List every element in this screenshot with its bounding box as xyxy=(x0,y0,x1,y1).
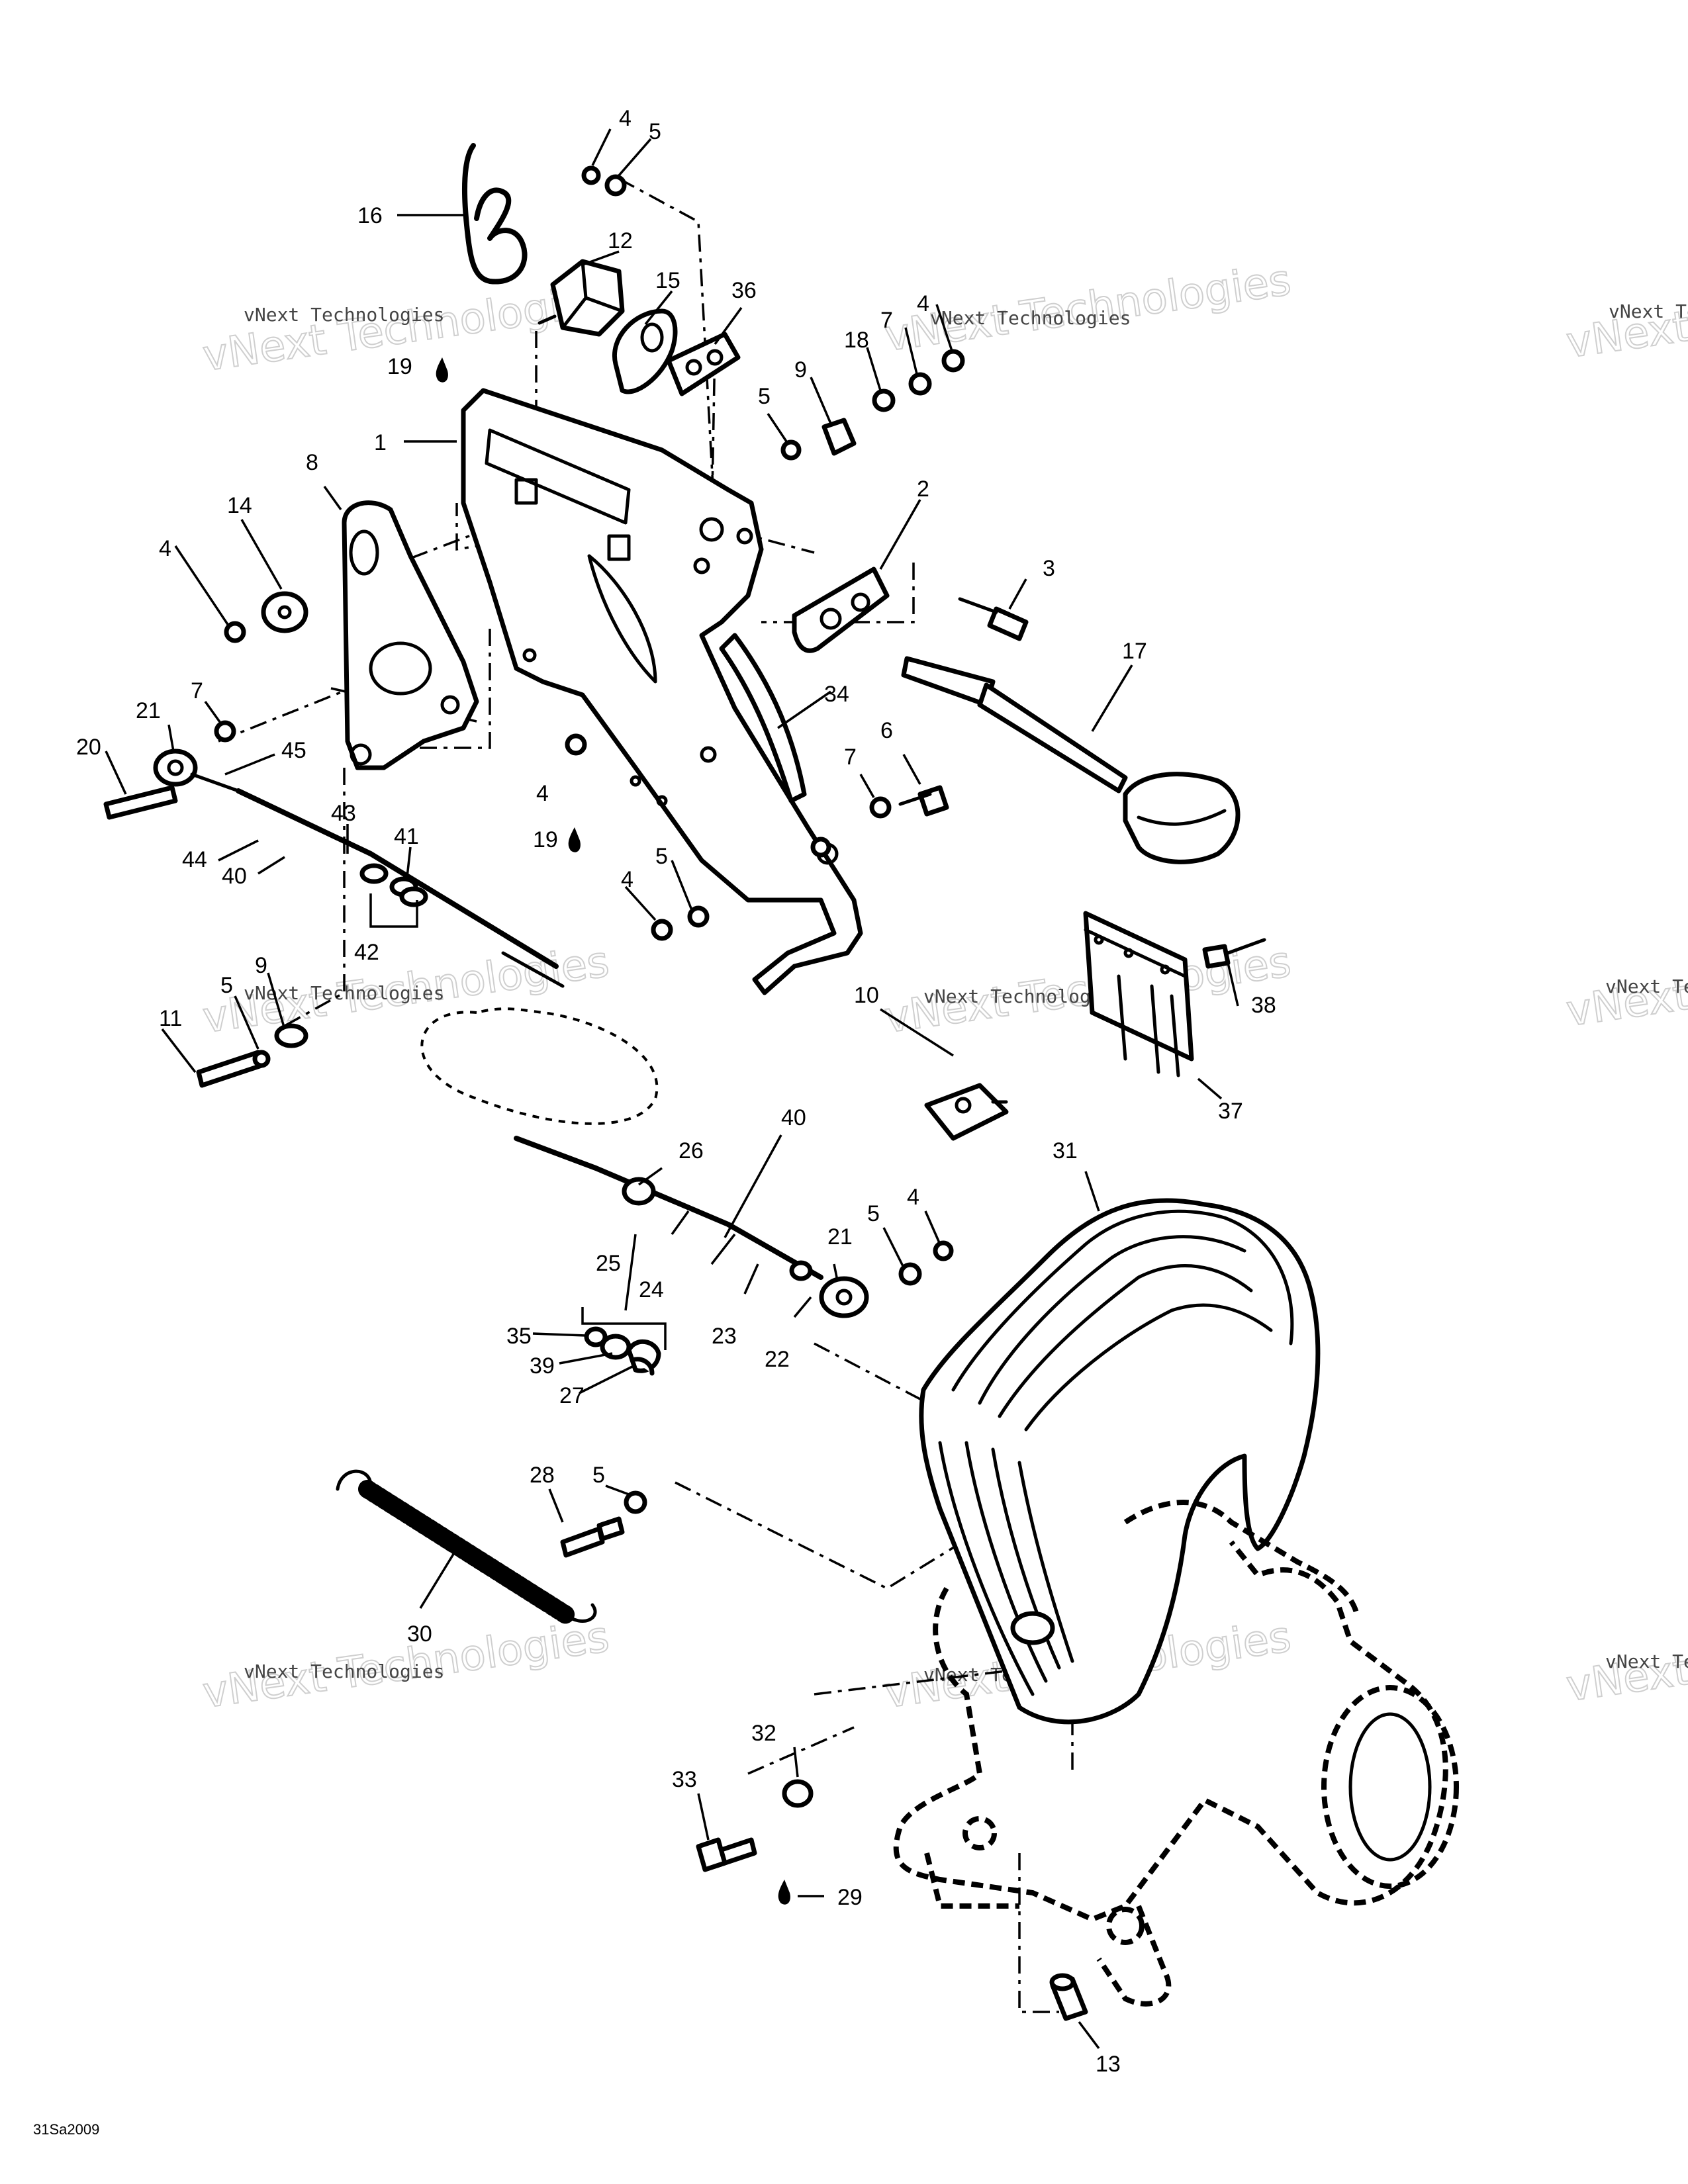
callout-4: 4 xyxy=(917,291,929,316)
callout-15: 15 xyxy=(655,268,680,293)
callout-4: 4 xyxy=(907,1185,919,1210)
callout-4: 4 xyxy=(621,867,633,892)
bolt-28-part xyxy=(560,1490,647,1558)
callout-7: 7 xyxy=(880,308,893,333)
watermark-small: vNext Technologies xyxy=(244,1661,444,1682)
callout-28: 28 xyxy=(530,1463,555,1488)
callout-5: 5 xyxy=(220,973,233,998)
callout-29: 29 xyxy=(837,1885,863,1910)
callout-40: 40 xyxy=(781,1105,806,1130)
clamp-10-part xyxy=(924,1083,1009,1141)
callout-42: 42 xyxy=(354,940,379,965)
callout-27: 27 xyxy=(559,1383,585,1408)
callout-4: 4 xyxy=(159,536,171,561)
watermark-small: vNext Technologies xyxy=(1609,300,1688,322)
callout-37: 37 xyxy=(1218,1099,1243,1124)
pedal-bracket-part xyxy=(792,567,890,653)
callout-5: 5 xyxy=(758,384,771,409)
callout-5: 5 xyxy=(867,1201,880,1226)
grease-drop-icon xyxy=(568,827,581,852)
pedal-body-31-part xyxy=(919,1198,1321,1725)
watermark-small: vNext Technologies xyxy=(1605,1651,1688,1672)
callout-17: 17 xyxy=(1122,639,1147,664)
plate-36-part xyxy=(666,332,741,396)
callout-5: 5 xyxy=(592,1463,605,1488)
callout-30: 30 xyxy=(407,1621,432,1647)
callout-2: 2 xyxy=(917,477,929,502)
callout-4: 4 xyxy=(536,781,549,806)
callout-5: 5 xyxy=(655,844,668,869)
watermark-small: vNext Technologies xyxy=(930,307,1131,329)
callout-32: 32 xyxy=(751,1721,776,1746)
callout-41: 41 xyxy=(394,824,419,849)
callout-43: 43 xyxy=(331,801,356,826)
callout-44: 44 xyxy=(182,847,207,872)
callout-23: 23 xyxy=(712,1324,737,1349)
callout-26: 26 xyxy=(679,1138,704,1163)
watermark-small: vNext Technologies xyxy=(1605,976,1688,997)
callout-38: 38 xyxy=(1251,993,1276,1018)
callout-19: 19 xyxy=(387,354,412,379)
left-plate-part xyxy=(342,500,479,770)
frame-phantom xyxy=(893,1500,1459,2007)
callout-34: 34 xyxy=(824,682,849,707)
callout-10: 10 xyxy=(854,983,879,1008)
callout-16: 16 xyxy=(357,203,383,228)
callout-14: 14 xyxy=(227,493,252,518)
callout-8: 8 xyxy=(306,450,318,475)
grease-drop-icon xyxy=(436,357,448,383)
callout-12: 12 xyxy=(608,228,633,253)
callout-5: 5 xyxy=(649,119,661,144)
callout-1: 1 xyxy=(374,430,387,455)
bolt-3-part xyxy=(958,597,1029,641)
callout-36: 36 xyxy=(731,278,757,303)
watermark-small: vNext Technologies xyxy=(244,304,444,326)
callout-3: 3 xyxy=(1043,556,1055,581)
callout-4: 4 xyxy=(619,106,632,131)
brake-pedal-lever-part xyxy=(901,656,1241,864)
callout-39: 39 xyxy=(530,1353,555,1379)
cable-upper-part xyxy=(103,749,565,988)
callout-9: 9 xyxy=(255,953,267,978)
callout-40: 40 xyxy=(222,864,247,889)
callout-22: 22 xyxy=(765,1347,790,1372)
bolt-11-part xyxy=(196,1023,308,1088)
callout-13: 13 xyxy=(1096,2052,1121,2077)
callout-11: 11 xyxy=(159,1006,182,1031)
callout-7: 7 xyxy=(191,678,203,704)
callout-24: 24 xyxy=(639,1277,664,1302)
shield-37-part xyxy=(1083,911,1194,1077)
bolt-33-part xyxy=(696,1779,814,1872)
callout-18: 18 xyxy=(844,328,869,353)
cable-loop xyxy=(420,1007,659,1125)
callout-25: 25 xyxy=(596,1251,621,1276)
spring-clip-part xyxy=(462,143,528,285)
spring-30-part xyxy=(336,1469,597,1624)
callout-21: 21 xyxy=(827,1224,853,1250)
callout-6: 6 xyxy=(880,718,893,743)
diagram-code: 31Sa2009 xyxy=(33,2121,99,2138)
callout-19: 19 xyxy=(533,827,558,852)
callout-31: 31 xyxy=(1053,1138,1078,1163)
mount-block-part xyxy=(538,259,625,337)
bushing-13-part xyxy=(1049,1973,1088,2021)
cable-hardware xyxy=(584,1326,661,1376)
callout-21: 21 xyxy=(136,698,161,723)
main-bracket-part xyxy=(461,388,863,995)
left-hardware xyxy=(214,591,949,941)
top-hardware xyxy=(581,165,965,461)
callout-35: 35 xyxy=(506,1324,532,1349)
cable-lower-part xyxy=(514,1136,954,1318)
grease-drop-icon xyxy=(778,1880,790,1905)
callout-labels: 4 5 16 12 15 36 4 7 18 9 5 19 1 8 14 4 2… xyxy=(76,106,1276,2077)
callout-45: 45 xyxy=(281,738,306,763)
callout-7: 7 xyxy=(844,745,857,770)
callout-20: 20 xyxy=(76,735,101,760)
leader-lines xyxy=(105,128,1239,2050)
callout-9: 9 xyxy=(794,357,807,383)
callout-33: 33 xyxy=(672,1767,697,1792)
grease-icons xyxy=(436,357,790,1905)
